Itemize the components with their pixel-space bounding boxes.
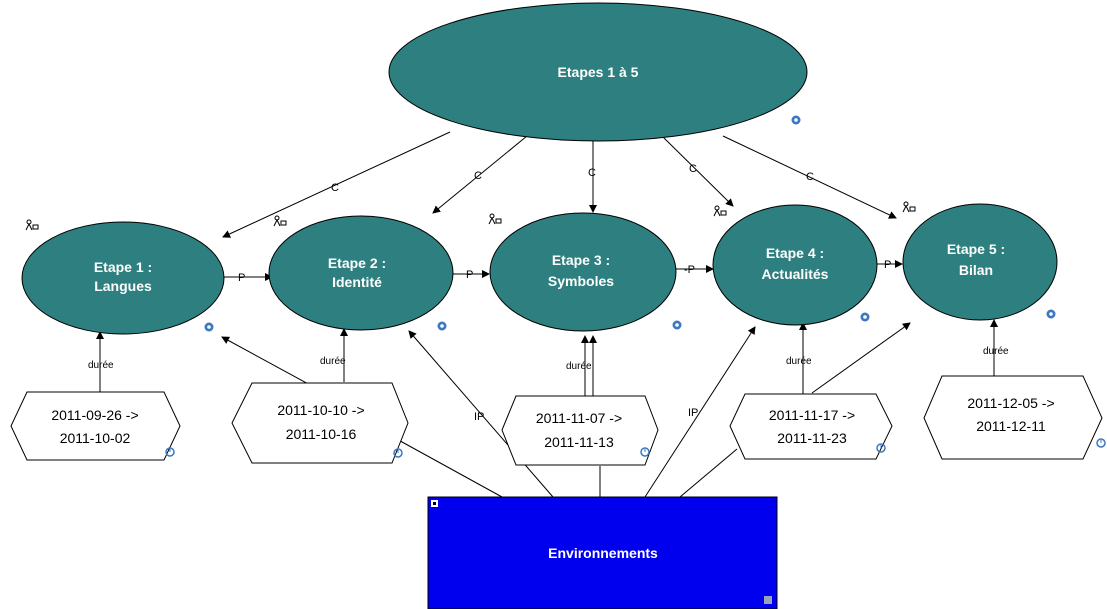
label-c-2: C (474, 170, 482, 182)
clock-icon (640, 447, 650, 457)
date-4-start: 2011-11-17 -> (769, 407, 855, 423)
clock-icon (393, 448, 403, 458)
step-node-1[interactable]: Etape 1 : Langues (21, 221, 225, 335)
date-3-start: 2011-11-07 -> (536, 410, 622, 426)
label-p-2: P (466, 269, 473, 281)
date-hexagon-5[interactable] (923, 375, 1103, 460)
date-2-end: 2011-10-16 (286, 426, 357, 442)
label-duree-4: durée (786, 356, 812, 367)
environment-label: Environnements (548, 545, 658, 561)
date-2-start: 2011-10-10 -> (277, 402, 364, 418)
link-root-step5[interactable] (722, 135, 897, 219)
step-1-line1: Etape 1 : (94, 259, 152, 275)
step-1-line2: Langues (94, 278, 152, 294)
label-c-4: C (689, 163, 697, 175)
link-date4-step5[interactable] (811, 322, 911, 394)
label-p-4: P (884, 259, 891, 271)
root-node[interactable]: Etapes 1 à 5 (388, 2, 808, 142)
precedence-links (223, 260, 903, 281)
step-ellipse-5[interactable] (902, 203, 1058, 321)
step-2-line1: Etape 2 : (328, 255, 386, 271)
link-env-date2[interactable] (392, 436, 503, 498)
people-icon (488, 213, 502, 225)
link-root-step4[interactable] (662, 136, 734, 207)
people-icon (713, 205, 727, 217)
date-3-end: 2011-11-13 (544, 434, 614, 450)
step-ellipse-3[interactable] (489, 212, 677, 332)
people-icons (25, 201, 916, 231)
step-3-line1: Etape 3 : (552, 252, 610, 268)
date-hexagon-4[interactable] (729, 393, 893, 460)
date-5-start: 2011-12-05 -> (967, 395, 1054, 411)
step-2-line2: Identité (332, 274, 382, 290)
label-c-5: C (806, 171, 814, 183)
step-ellipse-2[interactable] (268, 215, 454, 331)
duration-links (96, 319, 998, 396)
status-icon (437, 321, 447, 331)
step-5-line2: Bilan (959, 262, 993, 278)
date-1-end: 2011-10-02 (60, 430, 131, 446)
label-p-1: P (238, 272, 245, 284)
link-root-step2[interactable] (432, 135, 528, 214)
date-5-end: 2011-12-11 (976, 418, 1046, 434)
clock-icon (1096, 438, 1106, 448)
status-icon (672, 320, 682, 330)
status-icon (791, 115, 801, 125)
link-date2-step1[interactable] (221, 336, 313, 387)
link-root-step1[interactable] (222, 131, 451, 238)
date-hexagon-1[interactable] (10, 391, 181, 461)
status-icon (860, 312, 870, 322)
composition-links (222, 131, 897, 238)
step-node-3[interactable]: Etape 3 : Symboles (489, 212, 677, 332)
step-4-line2: Actualités (762, 266, 829, 282)
date-node-2[interactable]: 2011-10-10 -> 2011-10-16 (231, 382, 409, 464)
edge-labels: C C C C C P P -P P durée durée durée dur… (88, 163, 1009, 423)
label-c-1: C (331, 182, 339, 194)
date-4-end: 2011-11-23 (777, 430, 847, 446)
date-node-1[interactable]: 2011-09-26 -> 2011-10-02 (10, 391, 181, 461)
date-node-3[interactable]: 2011-11-07 -> 2011-11-13 (501, 395, 659, 466)
status-icons (204, 115, 1056, 332)
date-hexagon-3[interactable] (501, 395, 659, 466)
link-env-step2[interactable] (408, 330, 554, 498)
status-icon (204, 322, 214, 332)
step-4-line1: Etape 4 : (766, 245, 824, 261)
clock-icons (165, 438, 1106, 458)
clock-icon (165, 447, 175, 457)
date-node-5[interactable]: 2011-12-05 -> 2011-12-11 (923, 375, 1103, 460)
label-p-3: -P (684, 264, 695, 276)
root-ellipse[interactable] (388, 2, 808, 142)
label-c-3: C (588, 167, 596, 179)
environment-node[interactable]: Environnements (427, 496, 778, 609)
step-node-5[interactable]: Etape 5 : Bilan (902, 203, 1058, 321)
other-links (221, 322, 911, 498)
clock-icon (876, 443, 886, 453)
root-label: Etapes 1 à 5 (558, 64, 639, 80)
step-ellipse-4[interactable] (712, 204, 878, 326)
step-ellipse-1[interactable] (21, 221, 225, 335)
step-5-line1: Etape 5 : (947, 241, 1005, 257)
date-hexagon-2[interactable] (231, 382, 409, 464)
step-node-2[interactable]: Etape 2 : Identité (268, 215, 454, 331)
step-3-line2: Symboles (548, 273, 614, 289)
step-node-4[interactable]: Etape 4 : Actualités (712, 204, 878, 326)
label-ip-1: IP (474, 411, 484, 423)
people-icon (902, 201, 916, 213)
people-icon (25, 219, 39, 231)
resize-handle-icon[interactable] (764, 596, 772, 604)
label-duree-2: durée (320, 356, 346, 367)
link-env-step4[interactable] (644, 326, 756, 498)
label-duree-5: durée (983, 346, 1009, 357)
link-env-date4[interactable] (679, 448, 738, 498)
people-icon (273, 215, 287, 227)
label-duree-1: durée (88, 360, 114, 371)
status-icon (1046, 309, 1056, 319)
label-duree-3: durée (566, 361, 592, 372)
date-node-4[interactable]: 2011-11-17 -> 2011-11-23 (729, 393, 893, 460)
environment-box[interactable] (427, 496, 778, 609)
label-ip-2: IP (688, 407, 698, 419)
people-icon (431, 500, 438, 507)
date-1-start: 2011-09-26 -> (51, 407, 138, 423)
